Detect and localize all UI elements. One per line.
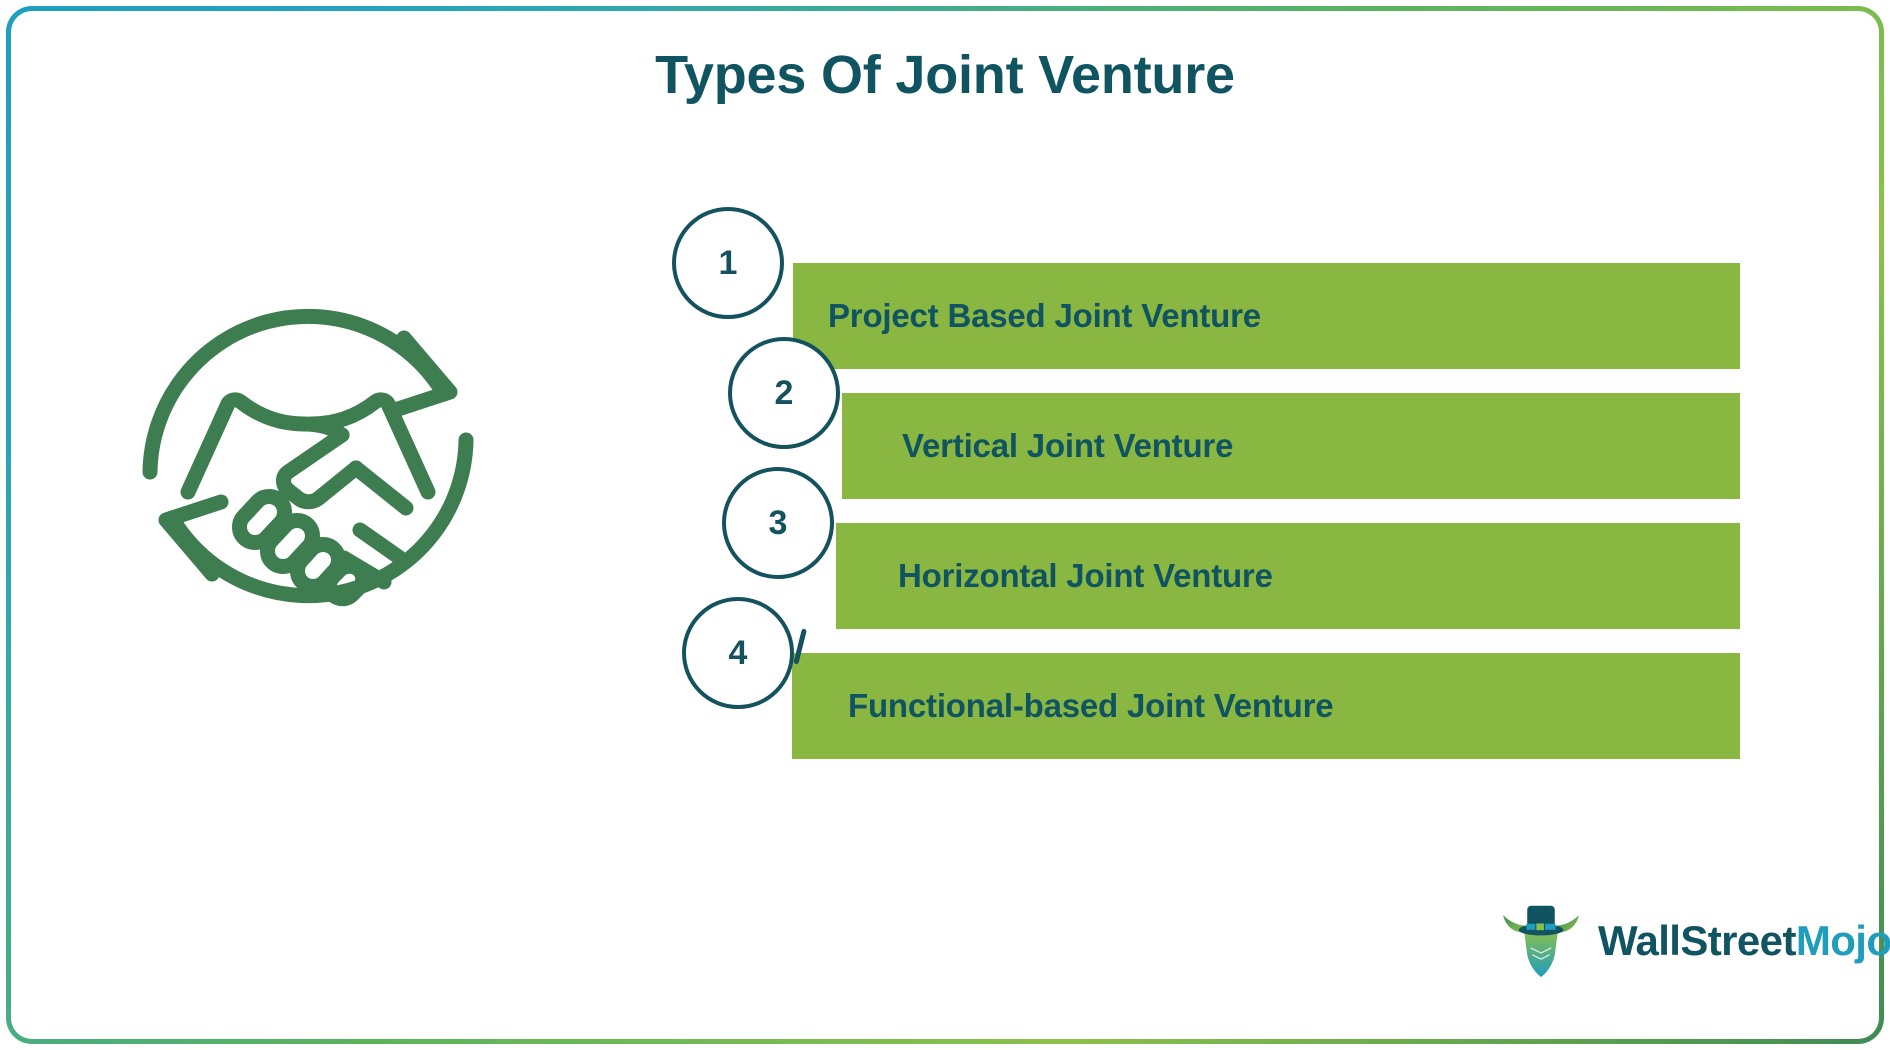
handshake-cycle-icon [128, 276, 488, 636]
brand-logo-text-accent: Mojo [1795, 917, 1890, 964]
list-item-label: Vertical Joint Venture [902, 427, 1234, 464]
brand-logo-text: WallStreetMojo [1598, 917, 1890, 965]
list-item-bar [793, 263, 1740, 369]
list-item-label: Horizontal Joint Venture [898, 557, 1273, 594]
list-item[interactable]: 4 Functional-based Joint Venture [0, 597, 1890, 759]
list-item-number-badge: 2 [728, 337, 840, 449]
list-item-label: Functional-based Joint Venture [848, 687, 1334, 724]
list-item-number-badge: 4 [682, 597, 794, 709]
brand-logo-text-primary: WallStreet [1598, 917, 1796, 964]
list-item[interactable]: 1 Project Based Joint Venture [0, 207, 1890, 405]
page-title: Types Of Joint Venture [655, 45, 1235, 105]
brand-logo[interactable]: WallStreetMojo [1498, 898, 1890, 984]
list-item-bar [842, 393, 1740, 499]
list-item[interactable]: 2 Vertical Joint Venture [0, 337, 1890, 536]
list-item-number-badge: 1 [672, 207, 784, 319]
wallstreetmojo-bull-logo-icon [1503, 905, 1579, 978]
list-item[interactable]: 3 Horizontal Joint Venture [0, 467, 1890, 665]
list-item-label: Project Based Joint Venture [828, 297, 1261, 334]
list-item-number-badge: 3 [722, 467, 834, 579]
list-item-bar [836, 523, 1740, 629]
list-item-bar [792, 653, 1740, 759]
